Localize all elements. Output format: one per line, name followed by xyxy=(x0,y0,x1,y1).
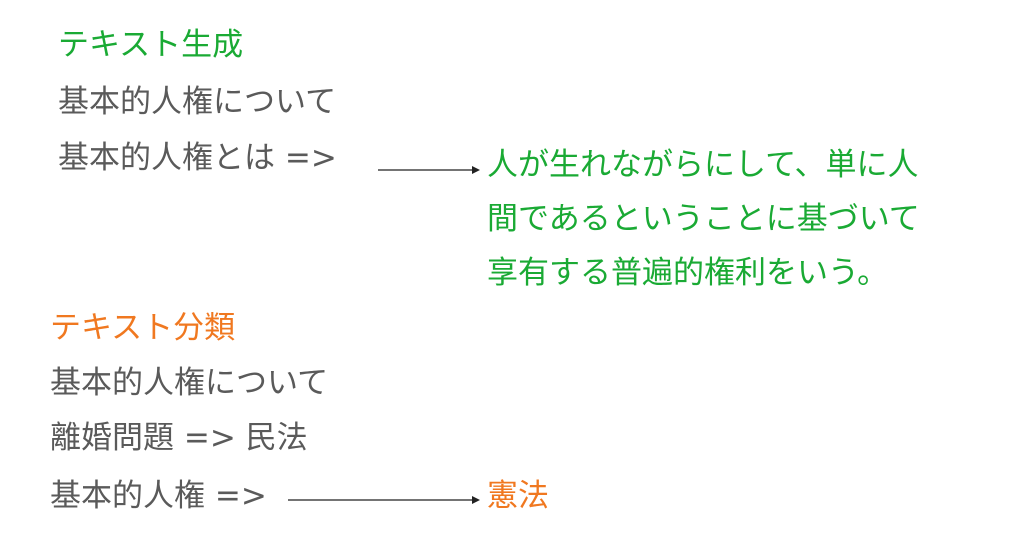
generation-input-line-2: 基本的人権とは => xyxy=(58,140,337,176)
generation-output-line-3: 享有する普遍的権利をいう。 xyxy=(487,255,889,291)
generation-input-line-1: 基本的人権について xyxy=(58,84,337,120)
classification-input-line-1: 基本的人権について xyxy=(50,365,329,401)
generation-arrow-head xyxy=(472,166,480,174)
generation-output-line-2: 間であるということに基づいて xyxy=(487,201,920,237)
classification-input-line-3: 基本的人権 => xyxy=(50,478,267,514)
classification-arrow-head xyxy=(472,496,480,504)
classification-output: 憲法 xyxy=(487,478,549,514)
classification-input-line-2: 離婚問題 => 民法 xyxy=(50,420,308,456)
generation-heading: テキスト生成 xyxy=(58,27,244,63)
generation-output-line-1: 人が生れながらにして、単に人 xyxy=(487,147,919,183)
classification-arrow xyxy=(288,496,480,504)
classification-heading: テキスト分類 xyxy=(50,310,236,346)
generation-arrow xyxy=(378,166,480,174)
